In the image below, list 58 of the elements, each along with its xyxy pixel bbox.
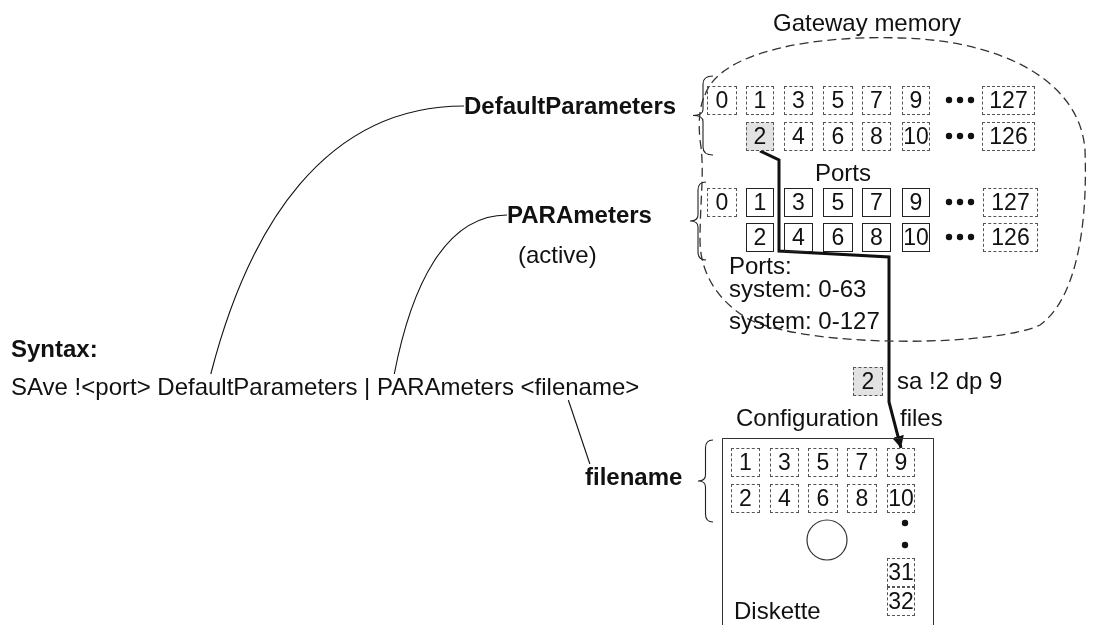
port-slot: 6	[823, 223, 853, 252]
port-slot: 9	[902, 86, 930, 115]
connector-line	[210, 105, 465, 375]
port-slot: 2	[853, 367, 883, 396]
file-slot: 8	[847, 484, 877, 513]
port-slot: 0	[707, 86, 737, 115]
port-slot: 10	[902, 122, 930, 151]
file-slot: 10	[887, 484, 915, 513]
port-slot: 10	[902, 223, 930, 252]
parameter-keyword: DefaultParameters	[464, 93, 677, 119]
port-slot: 4	[784, 223, 813, 252]
port-slot: 4	[784, 122, 813, 151]
port-slot: 3	[784, 86, 813, 115]
note-text: system: 0-127	[729, 308, 880, 334]
port-slot: 5	[823, 86, 853, 115]
file-slot: 2	[731, 484, 760, 513]
note-text: (active)	[518, 242, 597, 268]
heading: Syntax:	[11, 336, 98, 362]
port-slot: 7	[862, 86, 891, 115]
arrow	[759, 149, 904, 449]
port-slot: 126	[982, 122, 1035, 151]
port-slot: 126	[983, 223, 1038, 252]
diskette-label: Diskette	[734, 598, 821, 624]
file-slot: 1	[731, 448, 760, 477]
port-slot: 2	[746, 122, 774, 151]
syntax-text: SAve !<port> DefaultParameters | PARAmeters <filename>	[11, 374, 640, 400]
port-slot: 2	[746, 223, 774, 252]
port-slot: 3	[784, 188, 813, 217]
port-slot: 7	[862, 188, 891, 217]
port-slot: 8	[862, 223, 891, 252]
port-slot: 8	[862, 122, 891, 151]
file-slot: 9	[887, 448, 915, 477]
connector-line	[393, 214, 508, 375]
memory-heading: Gateway memory	[773, 10, 962, 36]
file-slot: 5	[808, 448, 838, 477]
port-slot: 9	[902, 188, 930, 217]
port-slot: 5	[823, 188, 853, 217]
file-slot: 6	[808, 484, 838, 513]
port-slot: 1	[746, 188, 774, 217]
note-text: system: 0-63	[729, 276, 867, 302]
parameter-keyword: PARAmeters	[507, 202, 652, 228]
port-slot: 6	[823, 122, 853, 151]
section-label: Ports	[815, 160, 871, 186]
file-slot: 3	[770, 448, 799, 477]
note-text: Ports:	[729, 253, 792, 279]
port-slot: 0	[707, 188, 737, 217]
connector-line	[567, 399, 591, 465]
file-slot: 4	[770, 484, 799, 513]
parameter-keyword: filename	[585, 464, 683, 490]
files-heading: Configuration	[736, 405, 879, 431]
port-slot: 127	[983, 188, 1038, 217]
port-slot: 1	[746, 86, 774, 115]
command-text: sa !2 dp 9	[897, 368, 1003, 394]
file-slot: 7	[847, 448, 877, 477]
file-slot: 32	[887, 587, 915, 616]
files-heading: files	[900, 405, 943, 431]
file-slot: 31	[887, 558, 915, 587]
port-slot: 127	[982, 86, 1035, 115]
